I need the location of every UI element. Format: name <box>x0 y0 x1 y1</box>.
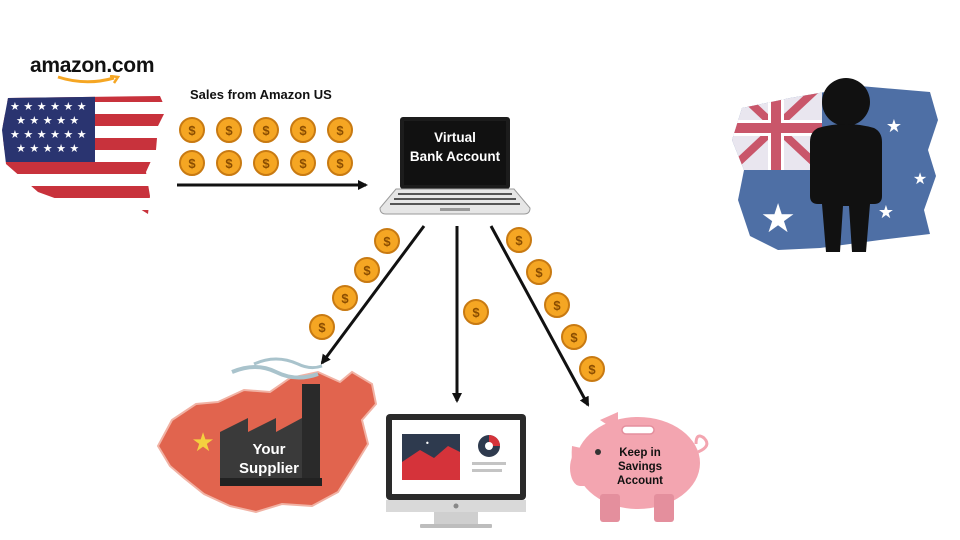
svg-text:★ ★ ★ ★ ★: ★ ★ ★ ★ ★ <box>16 142 79 155</box>
coin-icon: $ <box>253 150 279 176</box>
supplier-label-line1: Your <box>252 441 286 458</box>
svg-text:$: $ <box>336 156 344 171</box>
savings-coins: $ $ $ $ $ <box>506 227 605 382</box>
amazon-logo-text: amazon.com <box>30 54 155 77</box>
coin-icon: $ <box>526 259 552 285</box>
svg-text:$: $ <box>535 265 543 280</box>
svg-text:$: $ <box>225 156 233 171</box>
supplier-coins: $ $ $ $ <box>309 228 400 340</box>
svg-text:★ ★ ★ ★ ★ ★: ★ ★ ★ ★ ★ ★ <box>10 100 87 113</box>
svg-text:$: $ <box>472 305 480 320</box>
svg-text:$: $ <box>188 156 196 171</box>
svg-text:$: $ <box>225 123 233 138</box>
usa-flag-map-icon: ★ ★ ★ ★ ★ ★ ★ ★ ★ ★ ★ ★ ★ ★ ★ ★ ★ ★ ★ ★ … <box>2 96 166 214</box>
amazon-smile-icon <box>57 75 120 84</box>
svg-text:$: $ <box>262 123 270 138</box>
virtual-bank-label-line1: Virtual <box>434 130 476 145</box>
coin-icon: $ <box>179 150 205 176</box>
piggy-bank-icon <box>570 412 709 522</box>
coin-icon: $ <box>561 324 587 350</box>
sales-coins: $ $ $ $ $ $ $ $ $ $ <box>179 117 353 176</box>
coin-icon: $ <box>332 285 358 311</box>
savings-label: Keep in Savings Account <box>600 446 680 488</box>
amazon-logo: amazon.com <box>30 54 155 84</box>
coin-icon: $ <box>253 117 279 143</box>
svg-text:•: • <box>425 439 430 448</box>
coin-icon: $ <box>506 227 532 253</box>
savings-label-line2: Savings <box>617 461 663 473</box>
svg-text:$: $ <box>588 362 596 377</box>
arrow-to-supplier <box>320 225 426 365</box>
coin-icon: $ <box>579 356 605 382</box>
svg-text:$: $ <box>363 263 371 278</box>
sales-label: Sales from Amazon US <box>190 87 332 102</box>
coin-icon: $ <box>290 150 316 176</box>
virtual-bank-label: Virtual Bank Account <box>400 128 510 166</box>
coin-icon: $ <box>544 292 570 318</box>
svg-text:★: ★ <box>760 196 796 242</box>
svg-text:★: ★ <box>191 428 214 458</box>
monitor-dashboard-icon: • <box>386 414 526 528</box>
svg-text:$: $ <box>262 156 270 171</box>
svg-text:$: $ <box>318 320 326 335</box>
svg-text:$: $ <box>553 298 561 313</box>
arrow-to-savings <box>489 225 590 407</box>
svg-text:$: $ <box>515 233 523 248</box>
svg-text:★ ★ ★ ★ ★: ★ ★ ★ ★ ★ <box>16 114 79 127</box>
laptop-icon <box>379 117 531 215</box>
svg-text:★: ★ <box>886 116 902 137</box>
svg-text:★: ★ <box>878 202 894 223</box>
coin-icon: $ <box>463 299 489 325</box>
coin-icon: $ <box>374 228 400 254</box>
supplier-label: Your Supplier <box>225 440 313 478</box>
supplier-label-line2: Supplier <box>238 460 299 477</box>
coin-icon: $ <box>290 117 316 143</box>
svg-text:★: ★ <box>913 169 927 188</box>
coin-icon: $ <box>354 257 380 283</box>
svg-text:$: $ <box>383 234 391 249</box>
svg-text:$: $ <box>570 330 578 345</box>
coin-icon: $ <box>179 117 205 143</box>
svg-text:$: $ <box>188 123 196 138</box>
svg-text:$: $ <box>299 123 307 138</box>
svg-text:$: $ <box>299 156 307 171</box>
coin-icon: $ <box>327 117 353 143</box>
svg-text:★ ★ ★ ★ ★ ★: ★ ★ ★ ★ ★ ★ <box>10 128 87 141</box>
savings-label-line3: Account <box>617 475 663 487</box>
svg-text:$: $ <box>336 123 344 138</box>
coin-icon: $ <box>327 150 353 176</box>
savings-label-line1: Keep in <box>619 447 661 459</box>
svg-text:$: $ <box>341 291 349 306</box>
factory-icon <box>220 357 323 486</box>
virtual-bank-label-line2: Bank Account <box>409 149 501 164</box>
coin-icon: $ <box>216 150 242 176</box>
coin-icon: $ <box>309 314 335 340</box>
coin-icon: $ <box>216 117 242 143</box>
person-silhouette-icon <box>810 78 882 252</box>
